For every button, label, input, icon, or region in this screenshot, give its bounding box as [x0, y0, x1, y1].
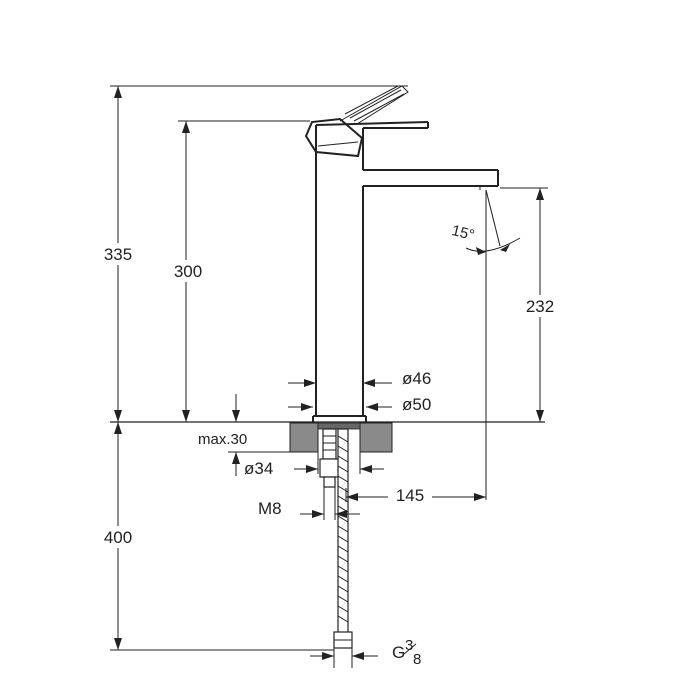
below-deck-label: 400: [104, 528, 132, 547]
connection-numerator-label: 3: [405, 637, 413, 654]
dimension-max-deck: max.30: [198, 394, 290, 476]
faucet-body: [304, 117, 499, 422]
dimension-hole-diameter: ø34: [244, 452, 384, 478]
dimension-connection: G 3 8: [310, 637, 421, 668]
lever-raised-position: [339, 85, 409, 125]
hole-diameter-label: ø34: [244, 459, 273, 478]
dimension-spout-angle: 15°: [450, 189, 521, 500]
connection-denominator-label: 8: [413, 651, 421, 668]
max-deck-label: max.30: [198, 431, 247, 448]
countertop-section: [110, 421, 545, 453]
spout-height-label: 300: [174, 262, 202, 281]
dimension-body-diameters: ø46 ø50: [288, 369, 431, 414]
dimension-overall-height: 335: [97, 85, 408, 422]
dimension-spout-height: 300: [165, 120, 310, 422]
reach-label: 145: [396, 486, 424, 505]
body-diameter-label: ø46: [402, 369, 431, 388]
dimension-thread-stud: M8: [258, 487, 360, 520]
thread-stud-label: M8: [258, 499, 282, 518]
spout-angle-label: 15°: [450, 222, 476, 244]
overall-height-label: 335: [104, 245, 132, 264]
dimension-below-deck: 400: [97, 422, 334, 651]
dimension-outlet-height: 232: [500, 187, 562, 422]
dimension-reach: 145: [345, 484, 486, 506]
outlet-height-label: 232: [526, 297, 554, 316]
base-diameter-label: ø50: [402, 395, 431, 414]
mounting-hardware: [319, 428, 353, 649]
connection-prefix-label: G: [392, 643, 405, 662]
